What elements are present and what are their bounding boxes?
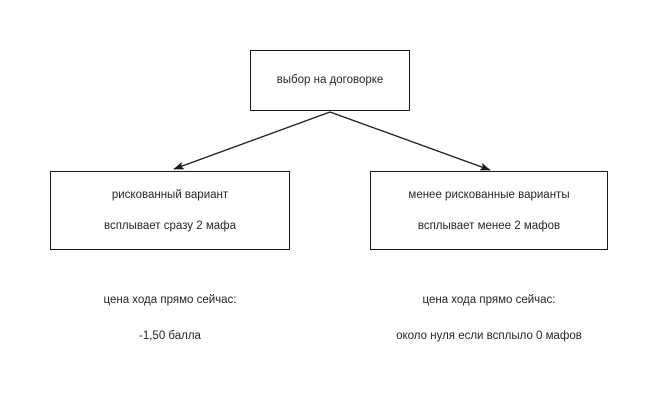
edge-to-risky — [173, 111, 331, 170]
node-root-choice[interactable]: выбор на договорке — [250, 50, 410, 111]
edge-to-safe — [329, 111, 491, 171]
caption-safe-cost: цена хода прямо сейчас: около нуля если … — [370, 293, 608, 344]
node-safe-line-1: менее рискованные варианты — [408, 189, 570, 202]
caption-risky-line-2: -1,50 балла — [139, 330, 201, 343]
node-safe-line-2: всплывает менее 2 мафов — [417, 219, 561, 232]
node-risky-line-1: рискованный вариант — [111, 189, 229, 202]
node-safe-option[interactable]: менее рискованные варианты всплывает мен… — [370, 171, 608, 250]
node-risky-option[interactable]: рискованный вариант всплывает сразу 2 ма… — [50, 171, 290, 250]
node-risky-line-2: всплывает сразу 2 мафа — [103, 219, 237, 232]
caption-risky-cost: цена хода прямо сейчас: -1,50 балла — [50, 293, 290, 344]
node-root-line-1: выбор на договорке — [276, 74, 384, 87]
caption-safe-line-2: около нуля если всплыло 0 мафов — [396, 330, 582, 343]
caption-risky-line-1: цена хода прямо сейчас: — [103, 294, 237, 306]
caption-safe-line-1: цена хода прямо сейчас: — [422, 294, 556, 306]
